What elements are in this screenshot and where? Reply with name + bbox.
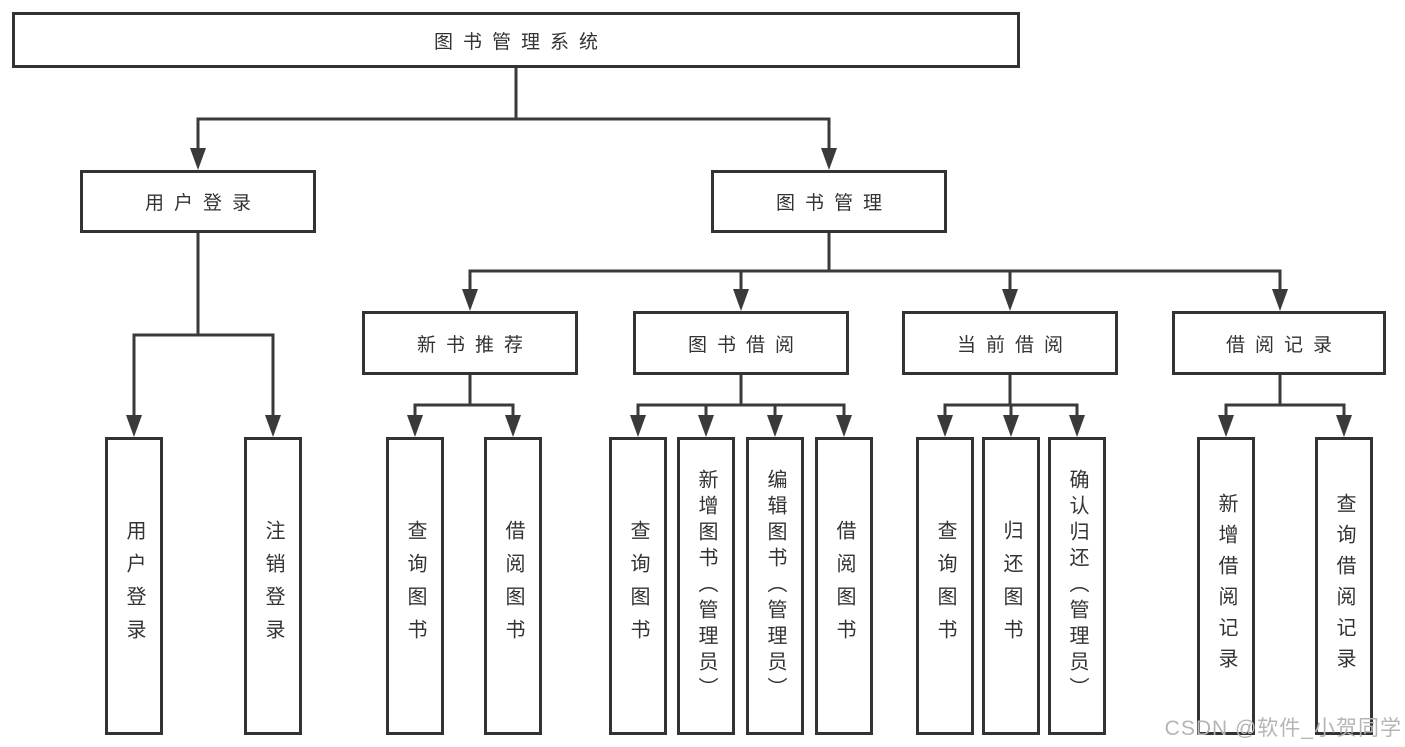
- leaf-confirm-return-admin: 确认归还（管理员）: [1048, 437, 1106, 735]
- leaf-query-books-recommend: 查询图书: [386, 437, 444, 735]
- leaf-confirm-return-admin-label: 确认归还（管理员）: [1066, 469, 1088, 703]
- node-current-borrow: 当前借阅: [902, 311, 1118, 375]
- arrowhead-icon: [767, 415, 783, 437]
- arrowhead-icon: [1272, 289, 1288, 311]
- leaf-query-books-borrow: 查询图书: [609, 437, 667, 735]
- node-book-borrow-label: 图书借阅: [687, 334, 804, 356]
- arrowhead-icon: [937, 415, 953, 437]
- node-new-book-recommend: 新书推荐: [362, 311, 578, 375]
- node-user-login: 用户登录: [80, 170, 316, 233]
- arrowhead-icon: [1336, 415, 1352, 437]
- leaf-edit-book-admin: 编辑图书（管理员）: [746, 437, 804, 735]
- arrowhead-icons: [126, 148, 1352, 437]
- leaf-query-books-recommend-label: 查询图书: [404, 520, 426, 652]
- node-new-book-recommend-label: 新书推荐: [416, 334, 533, 356]
- watermark-text: CSDN @软件_小贺同学: [1164, 717, 1402, 740]
- arrowhead-icon: [126, 415, 142, 437]
- arrowhead-icon: [190, 148, 206, 170]
- leaf-user-login: 用户登录: [105, 437, 163, 735]
- leaf-add-book-admin: 新增图书（管理员）: [677, 437, 735, 735]
- node-user-login-label: 用户登录: [144, 193, 261, 214]
- leaf-borrow-books: 借阅图书: [815, 437, 873, 735]
- arrowhead-icon: [265, 415, 281, 437]
- arrowhead-icon: [630, 415, 646, 437]
- leaf-add-book-admin-label: 新增图书（管理员）: [695, 469, 717, 703]
- leaf-borrow-books-label: 借阅图书: [833, 520, 855, 652]
- leaf-query-books-borrow-label: 查询图书: [627, 520, 649, 652]
- arrowhead-icon: [1069, 415, 1085, 437]
- leaf-edit-book-admin-label: 编辑图书（管理员）: [764, 469, 786, 703]
- arrowhead-icon: [1002, 289, 1018, 311]
- leaf-logout: 注销登录: [244, 437, 302, 735]
- connector-lines: [132, 66, 1346, 421]
- node-borrow-records-label: 借阅记录: [1225, 334, 1342, 356]
- node-borrow-records: 借阅记录: [1172, 311, 1386, 375]
- leaf-query-borrow-record-label: 查询借阅记录: [1333, 493, 1355, 679]
- node-book-borrow: 图书借阅: [633, 311, 849, 375]
- node-book-management-label: 图书管理: [775, 193, 892, 214]
- leaf-add-borrow-record: 新增借阅记录: [1197, 437, 1255, 735]
- leaf-borrow-books-recommend-label: 借阅图书: [502, 520, 524, 652]
- node-root-label: 图书管理系统: [433, 31, 608, 53]
- leaf-return-books: 归还图书: [982, 437, 1040, 735]
- leaf-query-borrow-record: 查询借阅记录: [1315, 437, 1373, 735]
- arrowhead-icon: [407, 415, 423, 437]
- node-current-borrow-label: 当前借阅: [956, 334, 1073, 356]
- arrowhead-icon: [821, 148, 837, 170]
- node-root: 图书管理系统: [12, 12, 1020, 68]
- leaf-return-books-label: 归还图书: [1000, 520, 1022, 652]
- arrowhead-icon: [1218, 415, 1234, 437]
- leaf-logout-label: 注销登录: [262, 520, 284, 652]
- node-book-management: 图书管理: [711, 170, 947, 233]
- arrowhead-icon: [505, 415, 521, 437]
- arrowhead-icon: [836, 415, 852, 437]
- leaf-add-borrow-record-label: 新增借阅记录: [1215, 493, 1237, 679]
- arrowhead-icon: [1003, 415, 1019, 437]
- arrowhead-icon: [698, 415, 714, 437]
- arrowhead-icon: [462, 289, 478, 311]
- leaf-borrow-books-recommend: 借阅图书: [484, 437, 542, 735]
- leaf-query-books-current-label: 查询图书: [934, 520, 956, 652]
- arrowhead-icon: [733, 289, 749, 311]
- leaf-user-login-label: 用户登录: [123, 520, 145, 652]
- leaf-query-books-current: 查询图书: [916, 437, 974, 735]
